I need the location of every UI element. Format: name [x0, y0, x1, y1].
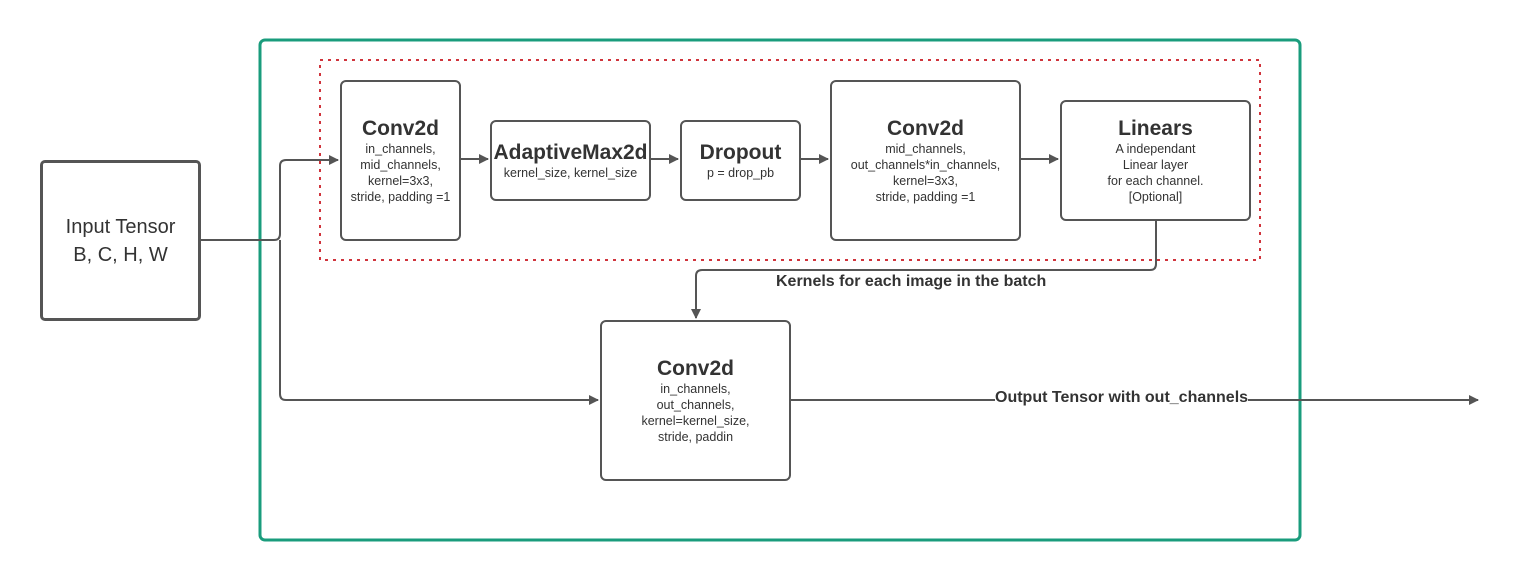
block-title: Conv2d	[656, 356, 734, 380]
kernels-wire	[691, 220, 1157, 319]
block-param: kernel=3x3,	[893, 173, 958, 188]
kernels-label: Kernels for each image in the batch	[776, 273, 1047, 291]
block-param: A independant	[1115, 141, 1196, 156]
adaptive-max-pool-box: AdaptiveMax2d kernel_size, kernel_size	[490, 120, 651, 201]
output-label: Output Tensor with out_channels	[995, 389, 1249, 407]
input-branch-wire	[200, 155, 339, 241]
block-param: kernel=kernel_size,	[641, 413, 750, 428]
dropout-box: Dropout p = drop_pb	[680, 120, 801, 201]
block-param: out_channels*in_channels,	[850, 157, 1001, 172]
block-param: stride, padding =1	[875, 189, 976, 204]
block-title: Conv2d	[886, 116, 964, 140]
input-tensor-box: Input Tensor B, C, H, W	[40, 160, 201, 321]
block-param: out_channels,	[656, 397, 735, 412]
model-container	[258, 38, 1302, 542]
conv2d-first-box: Conv2d in_channels, mid_channels, kernel…	[340, 80, 461, 241]
block-param: stride, paddin	[657, 429, 734, 444]
block-param: kernel=3x3,	[368, 173, 433, 188]
block-param: p = drop_pb	[706, 165, 775, 180]
block-param: [Optional]	[1128, 189, 1183, 204]
input-tensor-line: B, C, H, W	[73, 243, 168, 266]
block-param: in_channels,	[660, 381, 731, 396]
block-param: mid_channels,	[360, 157, 441, 172]
input-tensor-line: Input Tensor	[65, 215, 176, 238]
block-param: stride, padding =1	[350, 189, 451, 204]
block-param: for each channel.	[1107, 173, 1204, 188]
block-param: mid_channels,	[885, 141, 966, 156]
block-title: Conv2d	[361, 116, 439, 140]
block-title: AdaptiveMax2d	[493, 140, 648, 164]
block-param: kernel_size, kernel_size	[503, 165, 638, 180]
block-param: in_channels,	[365, 141, 436, 156]
kernel-generator-group	[319, 59, 1261, 261]
block-title: Linears	[1118, 116, 1193, 140]
conv2d-second-box: Conv2d mid_channels, out_channels*in_cha…	[830, 80, 1021, 241]
linears-box: Linears A independant Linear layer for e…	[1060, 100, 1251, 221]
conv2d-final-box: Conv2d in_channels, out_channels, kernel…	[600, 320, 791, 481]
block-title: Dropout	[699, 140, 782, 164]
block-param: Linear layer	[1122, 157, 1189, 172]
input-to-final-conv-wire	[279, 240, 599, 405]
